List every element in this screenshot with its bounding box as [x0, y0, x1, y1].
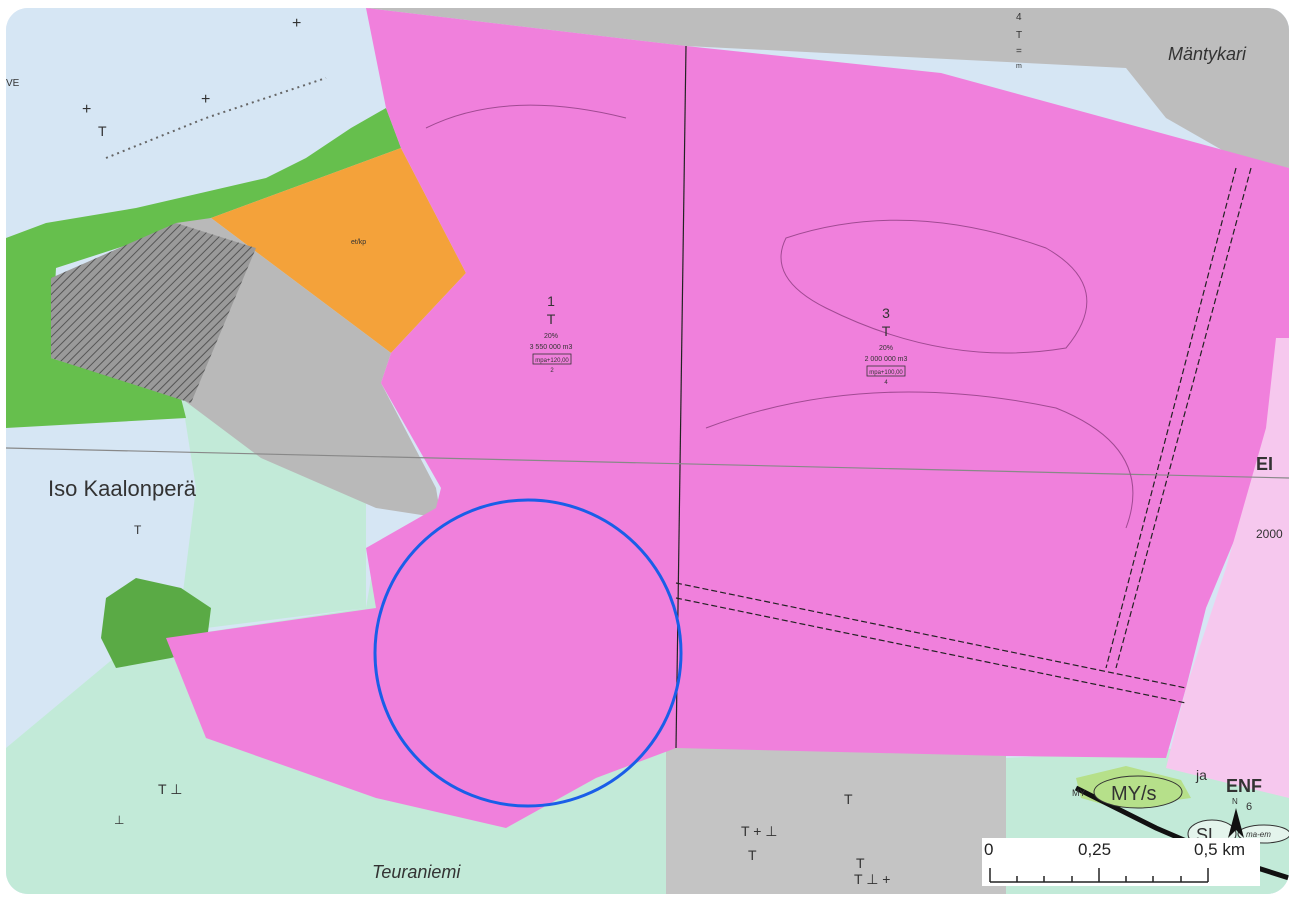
zone1-small: 2: [550, 368, 554, 374]
map-canvas[interactable]: Iso Kaalonperä Teuraniemi Mäntykari 1 T …: [6, 8, 1289, 894]
scale-ticks: [989, 868, 1209, 883]
place-name-iso-kaalonpera: Iso Kaalonperä: [48, 476, 197, 501]
shore-dots: [105, 77, 327, 159]
north-letter: N: [1232, 797, 1238, 806]
mint-land-west: [181, 393, 366, 628]
top-strip-m: m: [1016, 63, 1022, 70]
contour-1: [780, 219, 1088, 354]
hatched-area: [51, 223, 256, 403]
map-symbol-t4: T: [748, 847, 757, 863]
scale-label-end: 0,5 km: [1194, 840, 1246, 859]
zone-boundary-4: [1115, 167, 1252, 669]
map-symbol-plus1: +: [292, 15, 301, 32]
contour-2: [705, 391, 1134, 529]
orange-area: [211, 148, 466, 353]
map-symbol-plus2: +: [201, 91, 210, 108]
map-symbol-t1: T: [98, 123, 107, 139]
zone1-height: mpa+120,00: [535, 358, 569, 364]
zone-boundary-5: [1105, 167, 1237, 669]
my-s-label: MY/s: [1111, 783, 1157, 805]
zone1-volume: 3 550 000 m3: [530, 344, 573, 351]
map-symbol-t3: T: [844, 791, 853, 807]
gray-settlement: [176, 218, 441, 518]
zone-boundary-2: [675, 582, 1187, 689]
right-2000: 2000: [1256, 527, 1283, 541]
zone1-height-box: [532, 353, 572, 365]
zone3-code: T: [882, 323, 891, 339]
industrial-zone-3: [676, 46, 1289, 758]
contour-3: [425, 104, 627, 129]
zone-boundary-3: [675, 597, 1187, 704]
right-ep: EI: [1256, 454, 1273, 474]
orange-label: et/kp: [351, 239, 366, 246]
zone3-volume: 2 000 000 m3: [865, 356, 908, 363]
map-symbol-perp1: ⊥: [114, 813, 124, 827]
right-ja: ja: [1195, 767, 1207, 783]
zone3-percent: 20%: [879, 345, 893, 352]
highlight-circle: [373, 498, 683, 808]
green-area-north: [6, 108, 401, 428]
place-name-teuraniemi: Teuraniemi: [372, 862, 461, 882]
map-symbol-t-plus-perp: T + ⊥: [741, 823, 777, 839]
left-edge-code: VE: [6, 78, 20, 89]
zone3-number: 3: [882, 305, 890, 321]
top-strip-number: 4: [1016, 12, 1022, 23]
zone-boundary-1: [675, 45, 687, 749]
zone1-number: 1: [547, 293, 555, 309]
map-symbol-t2: T: [134, 523, 142, 537]
top-strip-eq: =: [1016, 46, 1022, 57]
gray-land-top: [366, 8, 1289, 168]
gray-land-bottom: [661, 738, 1006, 894]
right-6: 6: [1246, 801, 1252, 813]
map-symbol-t-perp-plus: T ⊥ +: [854, 871, 890, 887]
map-symbol-plus3: +: [82, 101, 91, 118]
scale-label-0: 0: [984, 840, 994, 859]
zone-boundary-6: [6, 447, 1289, 479]
industrial-zone-1: [166, 8, 686, 828]
zone3-small: 4: [884, 380, 888, 386]
north-arrow-icon: [1228, 808, 1244, 838]
zone3-height: mpa+100,00: [869, 370, 903, 376]
map-symbol-t-perp1: T ⊥: [158, 781, 182, 797]
map-symbol-t5: T: [856, 855, 865, 871]
light-pink-zone: [1166, 338, 1289, 798]
top-strip-code: T: [1016, 30, 1022, 41]
scale-label-mid: 0,25: [1078, 840, 1112, 859]
my-s-badge: [1093, 775, 1183, 809]
scale-bar: 0 0,25 0,5 km: [982, 838, 1260, 886]
zone1-percent: 20%: [544, 333, 558, 340]
zone1-code: T: [547, 311, 556, 327]
ma-label: ma-em: [1246, 830, 1271, 839]
place-name-mantykari: Mäntykari: [1168, 44, 1247, 64]
my-small-label: MY: [1072, 788, 1086, 798]
right-enf: ENF: [1226, 776, 1262, 796]
map-frame: Iso Kaalonperä Teuraniemi Mäntykari 1 T …: [6, 8, 1289, 894]
zone3-height-box: [866, 365, 906, 377]
